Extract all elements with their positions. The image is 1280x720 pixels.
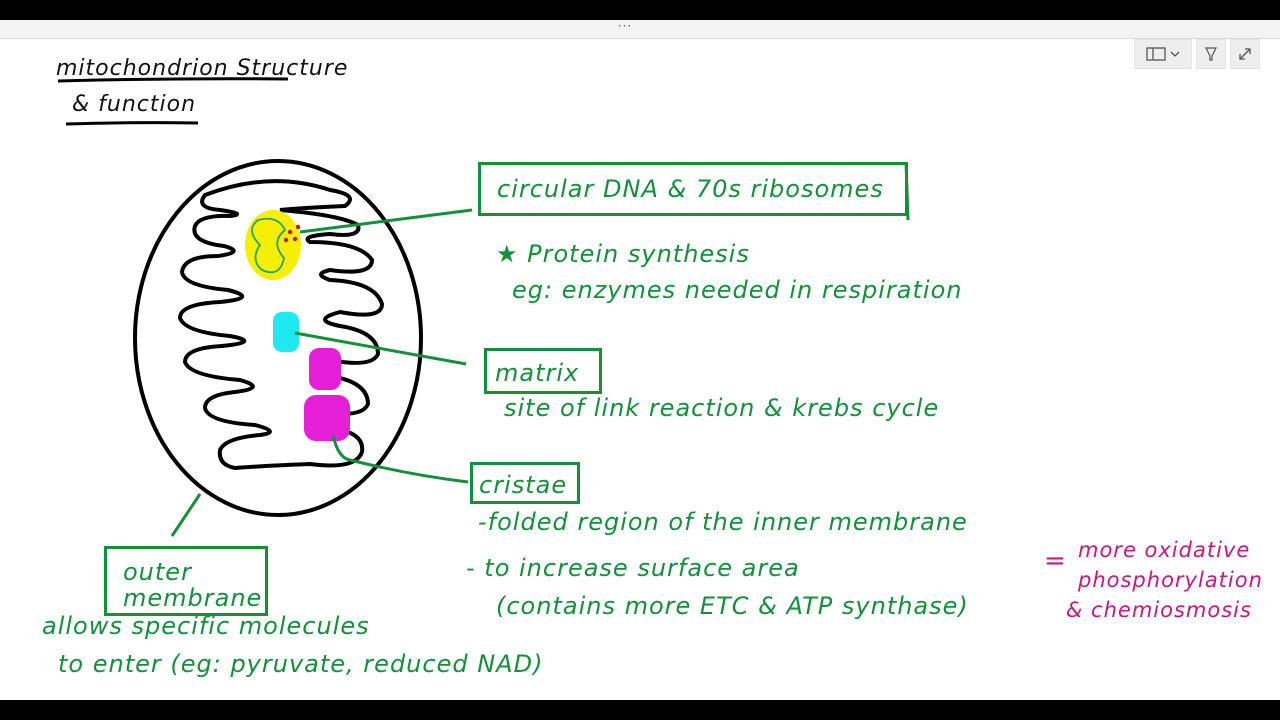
panel-layout-icon: [1146, 47, 1180, 61]
panel-layout-button[interactable]: [1134, 39, 1192, 69]
protein-synthesis-text: Protein synthesis: [527, 240, 750, 268]
cristae-highlight-2: [304, 395, 350, 441]
dna-pointer-line: [299, 208, 473, 234]
dna-note-enzymes: eg: enzymes needed in respiration: [512, 276, 963, 304]
outer-membrane-shape: [133, 159, 423, 517]
cristae-label-text: cristae: [479, 471, 568, 499]
mitochondrion-diagram: [57, 77, 910, 537]
equals-sign: =: [1044, 546, 1067, 576]
ribosome-dot: [292, 236, 298, 242]
cristae-note-folded: -folded region of the inner membrane: [478, 508, 968, 536]
dna-label-text: circular DNA & 70s ribosomes: [497, 175, 884, 203]
cristae-label-box: cristae: [470, 462, 580, 504]
expand-icon: [1239, 48, 1251, 60]
star-icon: ★: [496, 240, 519, 268]
ribosome-dot: [287, 229, 293, 235]
cristae-pointer-line: [331, 434, 469, 484]
ribosome-dot: [283, 237, 289, 243]
title-underline-1: [57, 77, 289, 83]
title-underline-2: [65, 121, 199, 126]
matrix-highlight: [273, 312, 299, 352]
title-bar[interactable]: ···: [0, 20, 1280, 39]
outer-label-line2: membrane: [123, 584, 263, 612]
matrix-label-box: matrix: [484, 348, 602, 394]
pen-icon: [1205, 47, 1217, 61]
dna-note-protein: ★ Protein synthesis: [496, 242, 750, 266]
matrix-pointer-line: [294, 331, 467, 366]
outer-note-line1: allows specific molecules: [42, 612, 370, 640]
inner-membrane-shape: [177, 179, 385, 471]
outer-membrane-label-box: outer membrane: [104, 546, 268, 616]
expand-button[interactable]: [1230, 39, 1260, 69]
matrix-label-text: matrix: [495, 359, 580, 387]
bottom-bar: [0, 700, 1280, 720]
chevron-down-icon: [1170, 51, 1180, 57]
matrix-note: site of link reaction & krebs cycle: [504, 394, 940, 422]
dna-label-box: circular DNA & 70s ribosomes: [478, 162, 908, 216]
circular-dna: [251, 217, 287, 274]
cristae-note-surface: - to increase surface area: [466, 554, 800, 582]
window-drag-handle[interactable]: ···: [617, 20, 633, 33]
cristae-highlight-1: [309, 348, 341, 390]
outer-label-line1: outer: [123, 558, 192, 586]
page-title-line1: mitochondrion Structure: [56, 56, 349, 81]
dna-region: [245, 210, 301, 280]
ribosome-dot: [295, 224, 301, 230]
page-title-line2: & function: [72, 92, 197, 117]
toolbar: [1134, 39, 1260, 69]
outer-pointer-line: [170, 493, 202, 537]
whiteboard-window: ···: [0, 20, 1280, 700]
result-line2: phosphorylation: [1078, 568, 1263, 592]
result-line3: & chemiosmosis: [1066, 598, 1252, 622]
result-line1: more oxidative: [1078, 538, 1251, 562]
pen-button[interactable]: [1196, 39, 1226, 69]
outer-note-line2: to enter (eg: pyruvate, reduced NAD): [58, 650, 544, 678]
cristae-note-contains: (contains more ETC & ATP synthase): [496, 592, 969, 620]
